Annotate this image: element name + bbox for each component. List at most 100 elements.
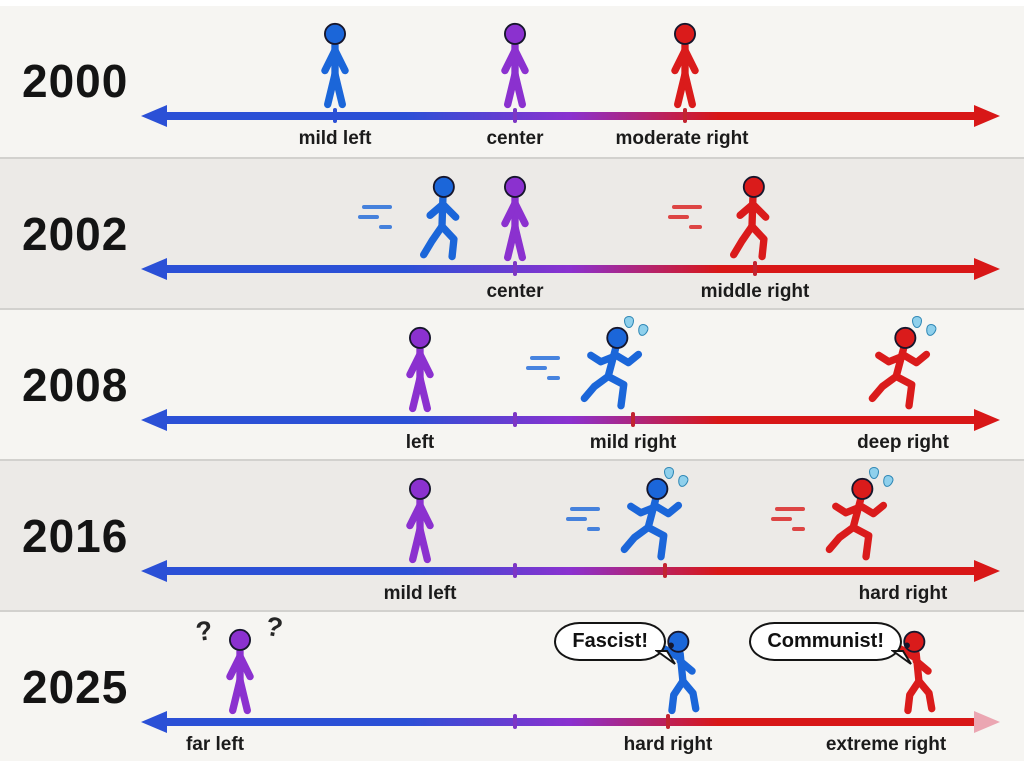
speech-bubble: Fascist! bbox=[554, 622, 676, 665]
speech-bubble-tail bbox=[655, 650, 676, 665]
speed-lines-icon bbox=[668, 199, 702, 229]
speed-line bbox=[672, 205, 702, 209]
spectrum-tick bbox=[513, 563, 517, 578]
spectrum-arrow bbox=[141, 105, 1000, 127]
question-mark-icon: ? bbox=[263, 610, 285, 644]
speed-lines-icon bbox=[526, 350, 560, 380]
year-label: 2000 bbox=[22, 55, 129, 107]
spectrum-gradient-bar bbox=[159, 112, 982, 120]
spectrum-tick bbox=[513, 108, 517, 123]
spectrum-tick bbox=[513, 714, 517, 729]
person-icon bbox=[862, 326, 934, 414]
person-red-run bbox=[771, 467, 895, 565]
person-purple-stand bbox=[479, 22, 551, 110]
position-label: moderate right bbox=[615, 128, 749, 149]
position-label: deep right bbox=[857, 432, 949, 453]
speed-line bbox=[547, 376, 560, 380]
right-arrowhead-icon bbox=[974, 105, 1000, 127]
left-arrowhead-icon bbox=[141, 711, 167, 733]
person-icon bbox=[384, 477, 456, 565]
timeline-rows: 2000 mild left center moderate right 2002 cen… bbox=[0, 6, 1024, 761]
position-label: center bbox=[486, 128, 544, 149]
person-red-stand bbox=[649, 22, 721, 110]
person-icon bbox=[614, 477, 686, 565]
year-label: 2016 bbox=[22, 510, 129, 562]
person-icon bbox=[649, 22, 721, 110]
speed-line bbox=[771, 517, 792, 521]
position-label: mild left bbox=[298, 128, 372, 149]
speed-lines-icon bbox=[771, 501, 805, 531]
position-label: middle right bbox=[700, 281, 810, 302]
speed-line bbox=[587, 527, 600, 531]
spectrum-gradient-bar bbox=[159, 416, 982, 424]
person-blue-walk bbox=[358, 175, 478, 263]
person-icon bbox=[819, 477, 891, 565]
person-icon bbox=[479, 22, 551, 110]
right-arrowhead-icon bbox=[974, 560, 1000, 582]
speech-bubble-tail bbox=[891, 650, 912, 665]
position-label: far left bbox=[185, 734, 245, 755]
spectrum-tick bbox=[683, 108, 687, 123]
timeline-row-2000: 2000 mild left center moderate right bbox=[0, 6, 1024, 157]
person-red-walk bbox=[668, 175, 788, 263]
person-blue-run bbox=[526, 316, 650, 414]
sweat-drop bbox=[664, 467, 674, 479]
speed-line bbox=[526, 366, 547, 370]
year-label: 2025 bbox=[22, 661, 129, 713]
timeline-row-2008: 2008 left mild right deep right bbox=[0, 308, 1024, 459]
spectrum-tick bbox=[333, 108, 337, 123]
spectrum-arrow bbox=[141, 409, 1000, 431]
right-arrowhead-icon bbox=[974, 258, 1000, 280]
person-icon bbox=[384, 326, 456, 414]
speed-line bbox=[358, 215, 379, 219]
year-label: 2002 bbox=[22, 208, 129, 260]
spectrum-tick bbox=[666, 714, 670, 729]
person-purple-stand bbox=[384, 477, 456, 565]
position-label: center bbox=[486, 281, 544, 302]
person-purple-stand: ?? bbox=[194, 611, 285, 716]
speed-line bbox=[689, 225, 702, 229]
spectrum-tick bbox=[753, 261, 757, 276]
position-label: mild right bbox=[589, 432, 677, 453]
person-blue-stand bbox=[299, 22, 371, 110]
speed-line bbox=[668, 215, 689, 219]
speed-line bbox=[792, 527, 805, 531]
right-arrowhead-icon bbox=[974, 711, 1000, 733]
speech-bubble: Communist! bbox=[749, 622, 912, 665]
speed-line bbox=[530, 356, 560, 360]
speed-line bbox=[566, 517, 587, 521]
left-arrowhead-icon bbox=[141, 258, 167, 280]
speed-line bbox=[362, 205, 392, 209]
spectrum-arrow bbox=[141, 258, 1000, 280]
speed-line bbox=[379, 225, 392, 229]
position-label: extreme right bbox=[825, 734, 947, 755]
person-icon bbox=[299, 22, 371, 110]
person-icon bbox=[716, 175, 788, 263]
spectrum-arrow bbox=[141, 560, 1000, 582]
position-label: left bbox=[405, 432, 435, 453]
sweat-drop bbox=[912, 316, 922, 328]
left-arrowhead-icon bbox=[141, 409, 167, 431]
sweat-drop bbox=[869, 467, 879, 479]
person-red-run bbox=[862, 316, 938, 414]
speed-lines-icon bbox=[358, 199, 392, 229]
left-arrowhead-icon bbox=[141, 105, 167, 127]
spectrum-gradient-bar bbox=[159, 265, 982, 273]
spectrum-gradient-bar bbox=[159, 567, 982, 575]
spectrum-tick bbox=[663, 563, 667, 578]
person-purple-stand bbox=[384, 326, 456, 414]
person-icon bbox=[479, 175, 551, 263]
speed-line bbox=[570, 507, 600, 511]
position-label: mild left bbox=[383, 583, 457, 604]
year-label: 2008 bbox=[22, 359, 129, 411]
speed-lines-icon bbox=[566, 501, 600, 531]
spectrum-tick bbox=[513, 261, 517, 276]
person-icon bbox=[574, 326, 646, 414]
sweat-drop bbox=[624, 316, 634, 328]
person-icon bbox=[406, 175, 478, 263]
spectrum-tick bbox=[513, 412, 517, 427]
timeline-row-2002: 2002 center middle right bbox=[0, 157, 1024, 308]
